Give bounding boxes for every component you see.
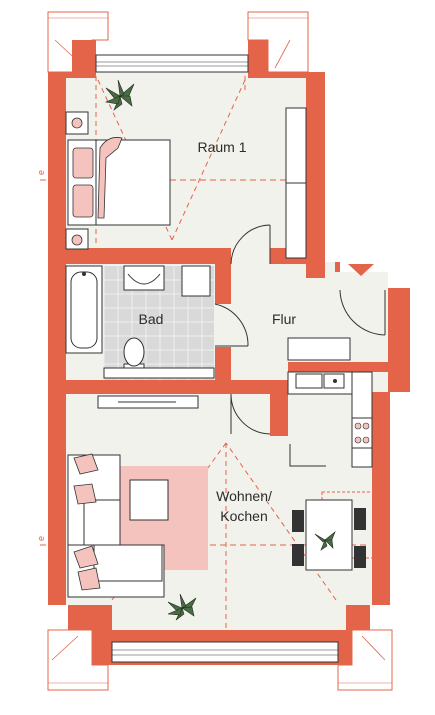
sink [123,265,165,291]
bathtub [65,265,103,354]
sofa [67,453,165,598]
living-slope-lines [111,442,337,640]
section-mark-upper: e [36,170,46,175]
dining-table [292,491,381,571]
section-mark-lower: e [36,536,46,541]
room-label-wohnen: Wohnen/ [216,488,272,504]
blanket [97,137,123,219]
bathroom-counter [103,367,215,379]
shelf-bathroom [181,265,211,297]
entrance-door[interactable] [339,289,386,336]
kitchen-island [289,444,326,467]
chair-left-top [292,510,304,532]
pillow-1 [72,147,94,179]
interior-walls [48,248,388,436]
wardrobe [285,107,307,259]
room-label-bad: Bad [139,311,164,327]
plant-icon-living [167,593,197,621]
door-raum1[interactable] [230,224,271,265]
plant-icon-bedroom [104,79,135,111]
room-label-raum1: Raum 1 [197,139,246,155]
bed [67,137,171,226]
pillow-2 [72,184,94,218]
flur-cabinet [287,337,351,361]
lamp-bottom [71,234,83,246]
room-label-kochen: Kochen [220,508,267,524]
coffee-table [129,479,169,521]
chair-right-top [354,508,366,530]
lamp-top [71,117,83,129]
plant-icon-table [314,531,336,551]
window-bottom [111,641,339,663]
kitchen-sink [295,373,323,389]
chair-left-bottom [292,544,304,566]
room-label-flur: Flur [272,311,296,327]
window-top [95,54,249,73]
stove [351,417,373,449]
door-living[interactable] [230,393,271,435]
door-bad[interactable] [214,303,249,347]
chair-right-bottom [354,546,366,568]
entrance-arrow-icon [348,264,374,276]
